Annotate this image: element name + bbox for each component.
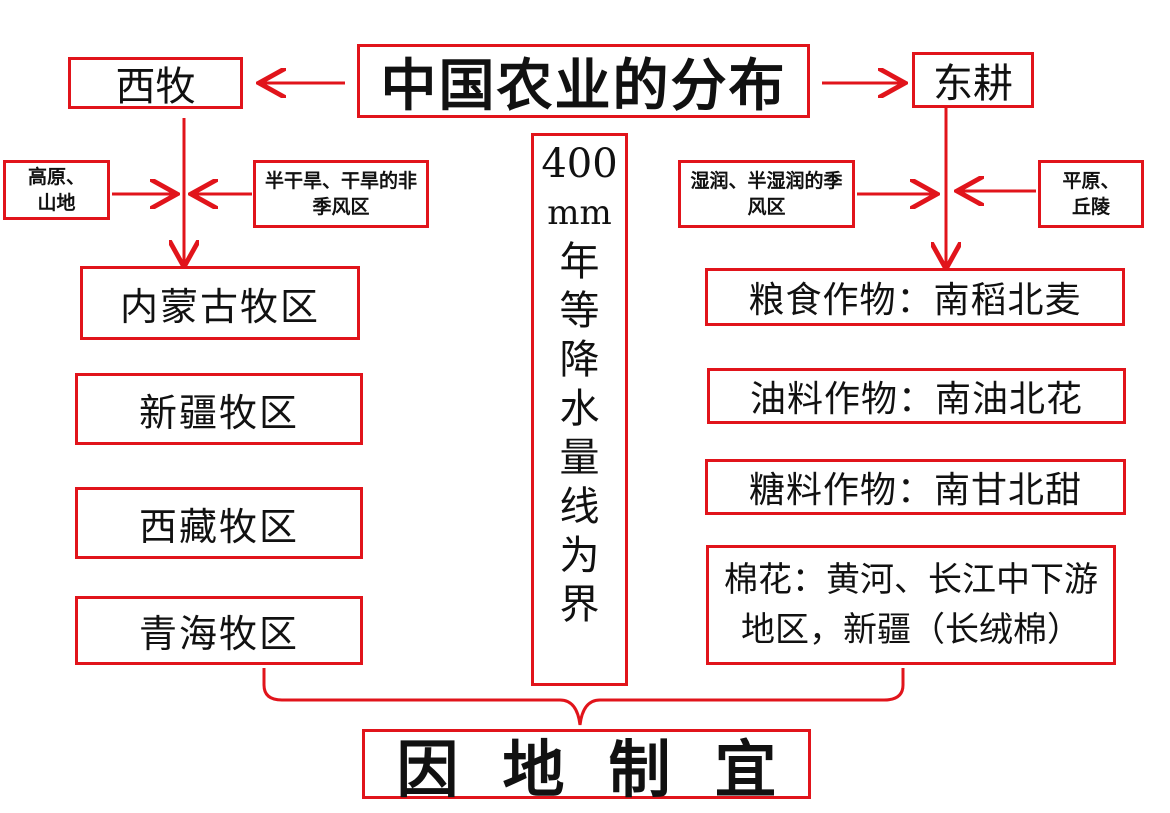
pastoral-region-tibet: 西藏牧区 [75,487,363,559]
precipitation-unit: mm [547,193,612,233]
precipitation-char: 量 [559,435,600,481]
precipitation-line-label: 400 mm 年 等 降 水 量 线 为 界 [531,133,628,686]
crop-sugar: 糖料作物：南甘北甜 [705,459,1126,515]
precipitation-value: 400 [541,141,618,187]
east-terrain-factor: 平原、丘陵 [1038,160,1144,228]
west-pastoral-node: 西牧 [68,57,243,110]
west-terrain-factor: 高原、山地 [3,160,110,220]
precipitation-char: 界 [559,582,600,628]
pastoral-region-qinghai: 青海牧区 [75,596,363,665]
precipitation-char: 水 [559,386,600,432]
east-farming-node: 东耕 [912,52,1034,108]
west-climate-factor: 半干旱、干旱的非季风区 [253,160,429,228]
crop-cotton: 棉花：黄河、长江中下游地区，新疆（长绒棉） [706,545,1116,665]
crop-grain: 粮食作物：南稻北麦 [705,268,1125,326]
pastoral-region-inner-mongolia: 内蒙古牧区 [80,266,360,340]
crop-oil: 油料作物：南油北花 [707,368,1126,424]
east-climate-factor: 湿润、半湿润的季风区 [678,160,855,228]
conclusion-box: 因地制宜 [362,729,811,806]
pastoral-region-xinjiang: 新疆牧区 [75,373,363,445]
precipitation-char: 线 [559,484,600,530]
precipitation-char: 年 [559,239,600,285]
precipitation-char: 为 [559,533,600,579]
precipitation-char: 降 [559,337,600,383]
diagram-title: 中国农业的分布 [357,44,810,119]
brace-to-conclusion [262,668,905,726]
precipitation-char: 等 [559,288,600,334]
